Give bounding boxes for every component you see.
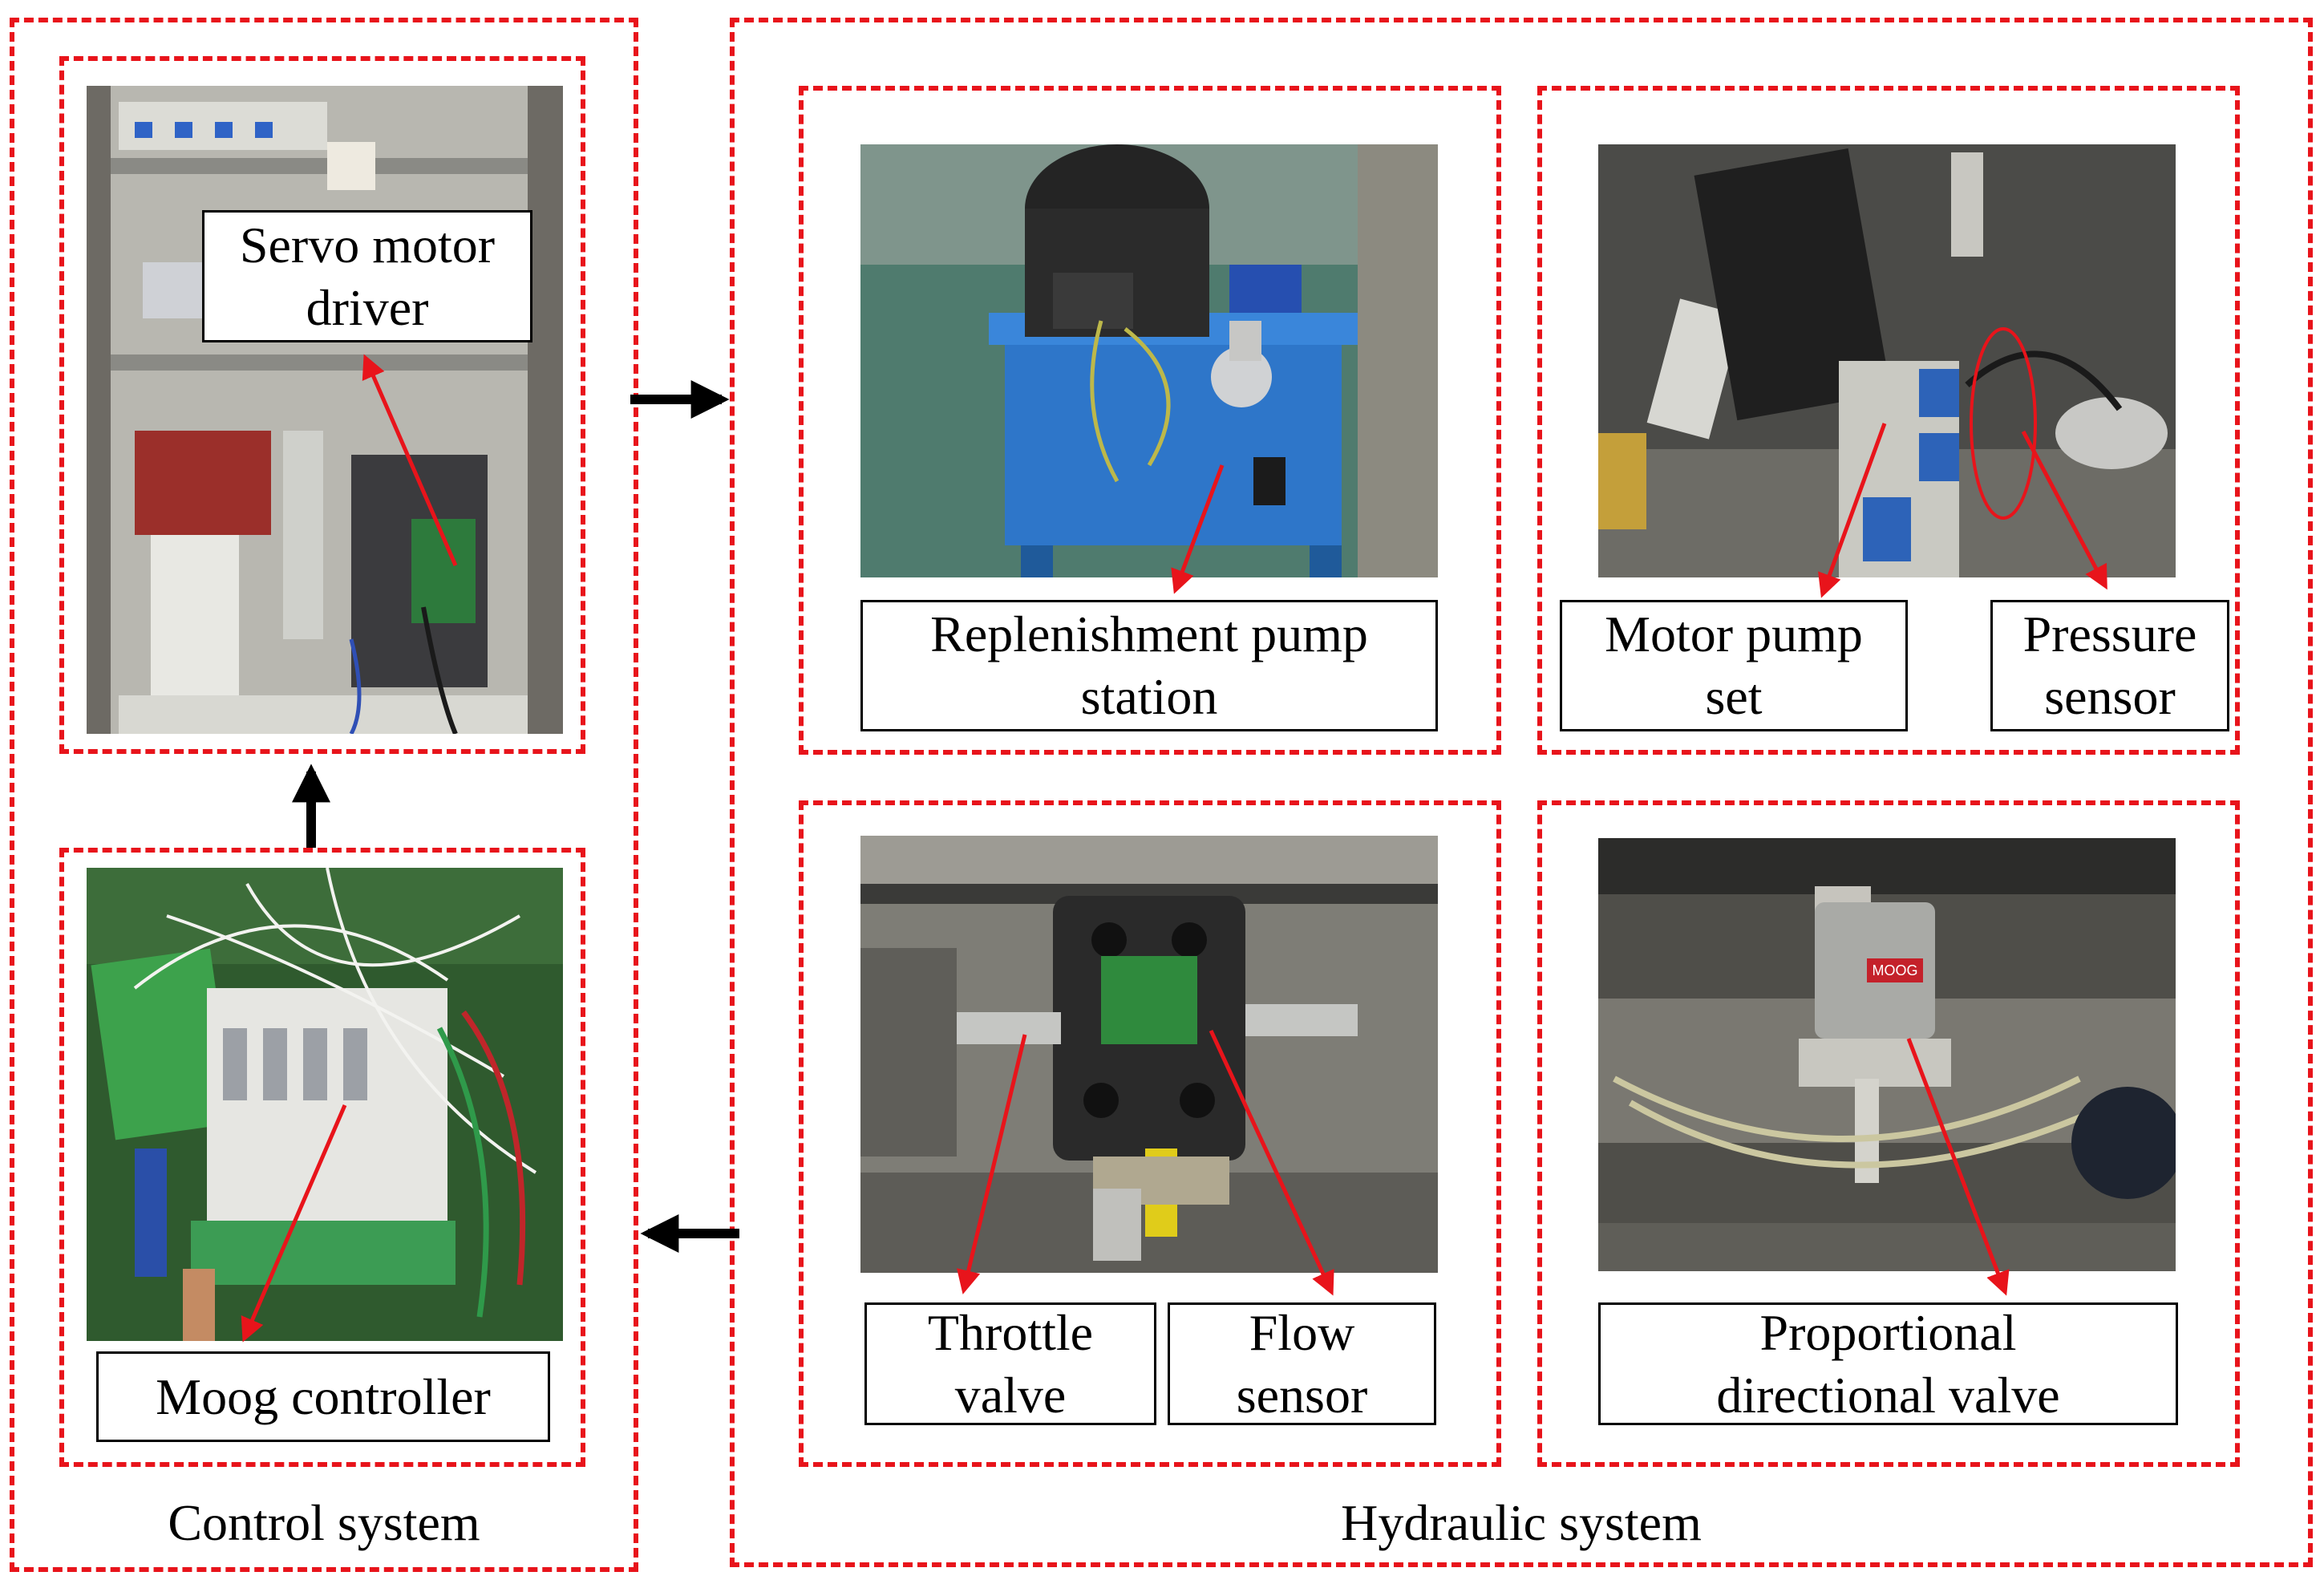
flow-sensor-label: Flow sensor (1168, 1302, 1436, 1425)
hydraulic-system-caption: Hydraulic system (1341, 1494, 1702, 1551)
replenishment-pump-station-label: Replenishment pump station (860, 600, 1438, 731)
control-system-frame (10, 18, 638, 1572)
servo-motor-driver-label: Servo motor driver (202, 210, 532, 342)
proportional-valve-frame (1537, 800, 2240, 1467)
hydraulic-system-frame (730, 18, 2313, 1567)
pump-station-photo (860, 144, 1438, 577)
motor-pump-set-photo (1598, 144, 2176, 577)
flow-sensor-block-photo (860, 836, 1438, 1273)
servo-driver-frame (59, 56, 585, 754)
proportional-directional-valve-label: Proportional directional valve (1598, 1302, 2178, 1425)
controller-frame (59, 848, 585, 1467)
motor-pump-frame (1537, 86, 2240, 755)
proportional-valve-photo: MOOG (1598, 838, 2176, 1271)
pump-station-frame (799, 86, 1501, 755)
control-system-caption: Control system (168, 1494, 480, 1551)
moog-controller-label: Moog controller (96, 1351, 550, 1442)
electrical-cabinet-photo (87, 86, 563, 734)
throttle-flow-frame (799, 800, 1501, 1467)
motor-pump-set-label: Motor pump set (1560, 600, 1908, 731)
moog-brand-text: MOOG (1873, 962, 1918, 978)
throttle-valve-label: Throttle valve (864, 1302, 1156, 1425)
pressure-sensor-label: Pressure sensor (1990, 600, 2229, 731)
moog-controller-board-photo (87, 868, 563, 1341)
